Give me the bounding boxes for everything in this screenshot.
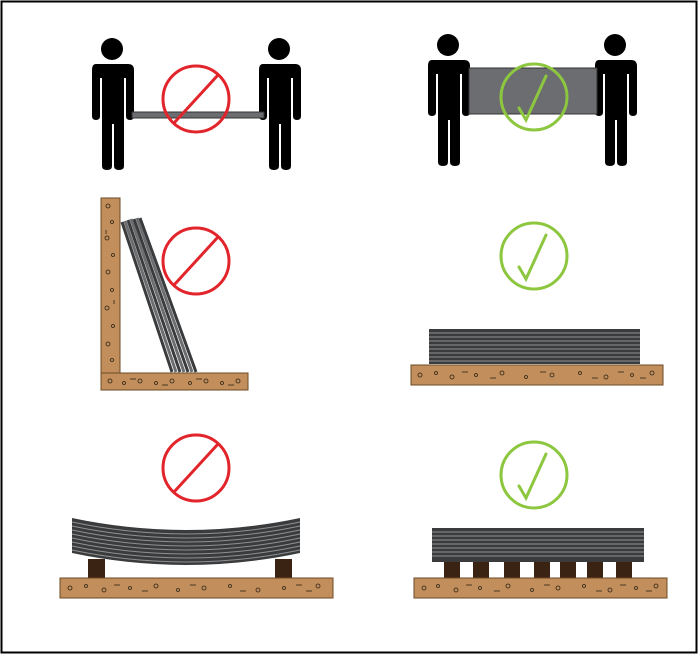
checkmark-icon [501,223,567,289]
no-sign-icon [163,228,229,294]
support-block-left [88,559,105,579]
flat-sheet-stack [429,329,640,364]
no-sign-icon [163,435,229,501]
flat-sheet-stack [432,528,644,562]
panel-carry-upright [428,34,637,166]
person-left [92,38,134,170]
person-left [428,34,470,166]
support-blocks [444,562,632,579]
panel-carry-flat [92,38,301,170]
base-board [60,578,333,598]
support-block-right [275,559,292,579]
leaning-sheet-stack [122,218,196,372]
base-board [414,578,667,598]
person-right [259,38,301,170]
panel-store-flat-base [411,223,663,385]
panel-store-two-supports [60,435,333,598]
panel-store-leaning [101,198,248,390]
base-board [411,365,663,385]
wall-board [101,198,120,376]
panel-store-many-supports [414,442,667,598]
sagging-sheet-stack [72,518,300,565]
no-sign-icon [163,66,229,132]
person-right [595,34,637,166]
checkmark-icon [501,442,567,508]
sheet-flat [132,112,264,118]
